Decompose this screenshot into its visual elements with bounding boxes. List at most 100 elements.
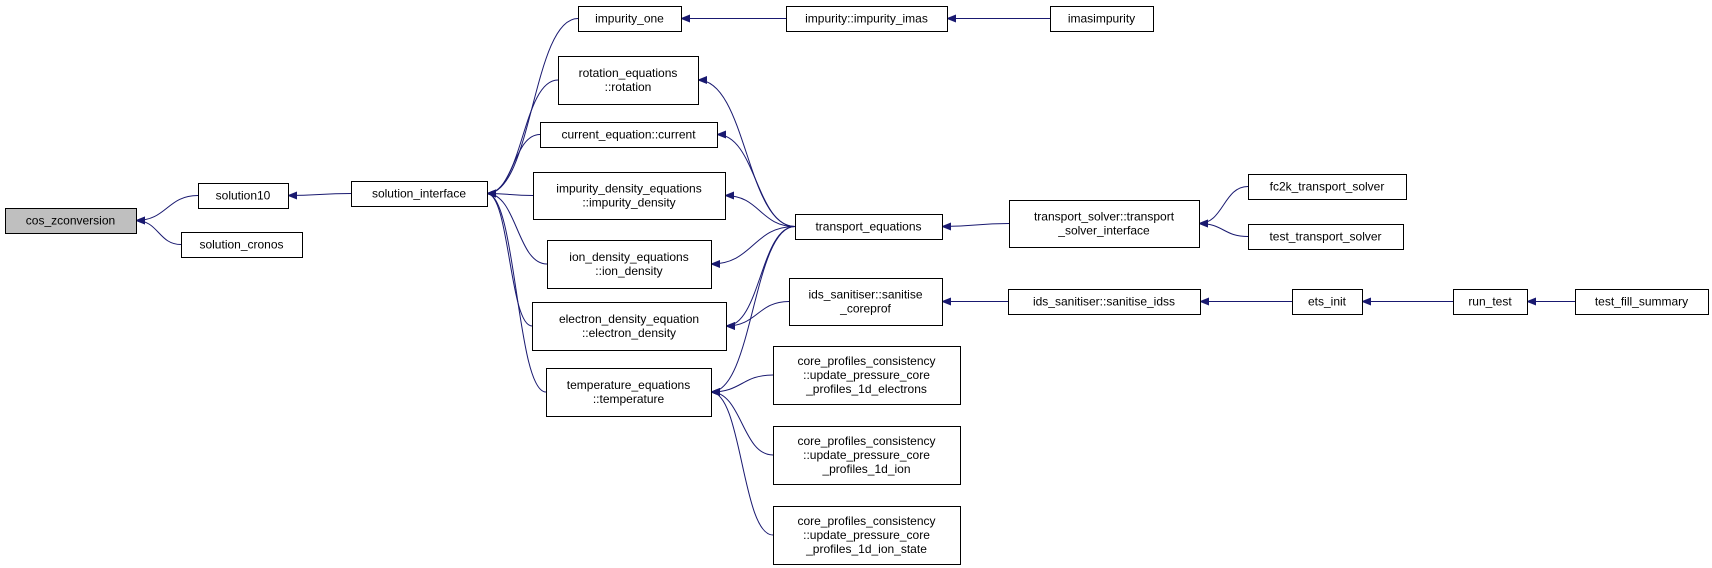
edge-current-to-solution_interface [486, 134, 541, 198]
node-box-solution_interface [351, 181, 488, 207]
node-label-sanitise_idss-0: ids_sanitiser::sanitise_idss [1033, 295, 1175, 309]
node-electron_density[interactable]: electron_density_equation::electron_dens… [532, 302, 727, 351]
edges-layer [135, 14, 1575, 536]
node-transport_solver_interface[interactable]: transport_solver::transport_solver_inter… [1009, 200, 1200, 248]
edge-temperature-to-solution_interface [486, 189, 547, 393]
node-box-upd_ion [773, 426, 961, 485]
node-box-impurity_one [578, 6, 682, 32]
node-impurity_imas[interactable]: impurity::impurity_imas [786, 6, 948, 32]
node-box-fc2k_transport_solver [1248, 174, 1407, 200]
node-box-test_transport_solver [1248, 224, 1404, 250]
node-label-rotation-1: ::rotation [605, 80, 652, 94]
node-label-upd_ion_state-0: core_profiles_consistency [797, 514, 935, 528]
edge-solution_interface-to-solution10 [287, 191, 352, 200]
node-solution_interface[interactable]: solution_interface [351, 181, 488, 207]
node-label-ion_density-0: ion_density_equations [569, 250, 688, 264]
edge-upd_ion_state-to-temperature [710, 388, 774, 536]
node-label-temperature-1: ::temperature [593, 392, 665, 406]
node-impurity_density[interactable]: impurity_density_equations::impurity_den… [533, 172, 726, 220]
node-box-cos_zconversion [5, 208, 137, 234]
node-label-upd_electrons-0: core_profiles_consistency [797, 354, 935, 368]
node-label-temperature-0: temperature_equations [567, 378, 690, 392]
edge-impurity_one-to-solution_interface [486, 18, 579, 198]
node-label-test_transport_solver-0: test_transport_solver [1269, 230, 1381, 244]
node-box-solution_cronos [181, 232, 303, 258]
node-upd_electrons[interactable]: core_profiles_consistency::update_pressu… [773, 346, 961, 405]
node-upd_ion_state[interactable]: core_profiles_consistency::update_pressu… [773, 506, 961, 565]
node-label-fc2k_transport_solver-0: fc2k_transport_solver [1270, 180, 1385, 194]
node-box-upd_electrons [773, 346, 961, 405]
node-box-sanitise_idss [1008, 289, 1201, 315]
node-ets_init[interactable]: ets_init [1292, 289, 1363, 315]
edge-transport_equations-to-temperature [710, 226, 796, 396]
node-label-current-0: current_equation::current [561, 128, 696, 142]
node-label-rotation-0: rotation_equations [579, 66, 678, 80]
node-solution_cronos[interactable]: solution_cronos [181, 232, 303, 258]
node-transport_equations[interactable]: transport_equations [795, 214, 943, 240]
node-box-impurity_density [533, 172, 726, 220]
node-rotation[interactable]: rotation_equations::rotation [558, 56, 699, 105]
node-box-solution10 [198, 183, 289, 209]
node-label-solution10-0: solution10 [216, 189, 271, 203]
nodes-layer: cos_zconversion solution10 solution_cronos… [5, 6, 1709, 565]
edge-test_transport_solver-to-transport_solver_interface [1198, 219, 1249, 237]
edge-transport_equations-to-ion_density [710, 226, 796, 268]
node-label-sanitise_coreprof-0: ids_sanitiser::sanitise [808, 288, 922, 302]
node-box-imasimpurity [1050, 6, 1154, 32]
edge-transport_equations-to-current [716, 130, 796, 227]
node-label-upd_ion_state-2: _profiles_1d_ion_state [805, 542, 927, 556]
node-label-ets_init-0: ets_init [1308, 295, 1347, 309]
node-label-electron_density-0: electron_density_equation [559, 312, 699, 326]
node-box-upd_ion_state [773, 506, 961, 565]
node-label-upd_ion-0: core_profiles_consistency [797, 434, 935, 448]
node-box-sanitise_coreprof [789, 278, 943, 326]
node-box-transport_solver_interface [1009, 200, 1200, 248]
node-box-ets_init [1292, 289, 1363, 315]
node-run_test[interactable]: run_test [1453, 289, 1528, 315]
node-box-test_fill_summary [1575, 289, 1709, 315]
node-sanitise_idss[interactable]: ids_sanitiser::sanitise_idss [1008, 289, 1201, 315]
node-box-transport_equations [795, 214, 943, 240]
node-test_transport_solver[interactable]: test_transport_solver [1248, 224, 1404, 250]
node-temperature[interactable]: temperature_equations::temperature [546, 368, 712, 417]
node-label-run_test-0: run_test [1468, 295, 1512, 309]
node-impurity_one[interactable]: impurity_one [578, 6, 682, 32]
node-box-rotation [558, 56, 699, 105]
node-upd_ion[interactable]: core_profiles_consistency::update_pressu… [773, 426, 961, 485]
node-label-impurity_density-0: impurity_density_equations [556, 182, 701, 196]
node-current[interactable]: current_equation::current [540, 122, 718, 148]
node-label-transport_equations-0: transport_equations [815, 220, 921, 234]
node-label-transport_solver_interface-0: transport_solver::transport [1034, 210, 1175, 224]
node-label-solution_cronos-0: solution_cronos [199, 238, 283, 252]
node-box-ion_density [547, 240, 712, 289]
node-label-electron_density-1: ::electron_density [582, 326, 676, 340]
node-ion_density[interactable]: ion_density_equations::ion_density [547, 240, 712, 289]
node-label-upd_electrons-2: _profiles_1d_electrons [805, 382, 927, 396]
node-sanitise_coreprof[interactable]: ids_sanitiser::sanitise_coreprof [789, 278, 943, 326]
edge-upd_ion-to-temperature [710, 388, 774, 456]
edge-fc2k_transport_solver-to-transport_solver_interface [1198, 186, 1249, 228]
node-label-cos_zconversion-0: cos_zconversion [26, 214, 115, 228]
node-box-current [540, 122, 718, 148]
node-label-upd_ion-2: _profiles_1d_ion [821, 462, 910, 476]
node-fc2k_transport_solver[interactable]: fc2k_transport_solver [1248, 174, 1407, 200]
edge-transport_solver_interface-to-transport_equations [941, 222, 1010, 231]
edge-transport_equations-to-impurity_density [724, 191, 796, 227]
node-label-impurity_density-1: ::impurity_density [582, 196, 675, 210]
node-solution10[interactable]: solution10 [198, 183, 289, 209]
node-box-impurity_imas [786, 6, 948, 32]
node-label-impurity_imas-0: impurity::impurity_imas [805, 12, 928, 26]
edge-solution_cronos-to-cos_zconversion [135, 216, 182, 245]
node-imasimpurity[interactable]: imasimpurity [1050, 6, 1154, 32]
node-label-upd_electrons-1: ::update_pressure_core [803, 368, 930, 382]
node-label-transport_solver_interface-1: _solver_interface [1057, 224, 1150, 238]
node-cos_zconversion[interactable]: cos_zconversion [5, 208, 137, 234]
node-box-temperature [546, 368, 712, 417]
node-label-sanitise_coreprof-1: _coreprof [839, 302, 891, 316]
node-label-upd_ion-1: ::update_pressure_core [803, 448, 930, 462]
node-test_fill_summary[interactable]: test_fill_summary [1575, 289, 1709, 315]
node-label-solution_interface-0: solution_interface [372, 187, 466, 201]
node-box-electron_density [532, 302, 727, 351]
node-box-run_test [1453, 289, 1528, 315]
